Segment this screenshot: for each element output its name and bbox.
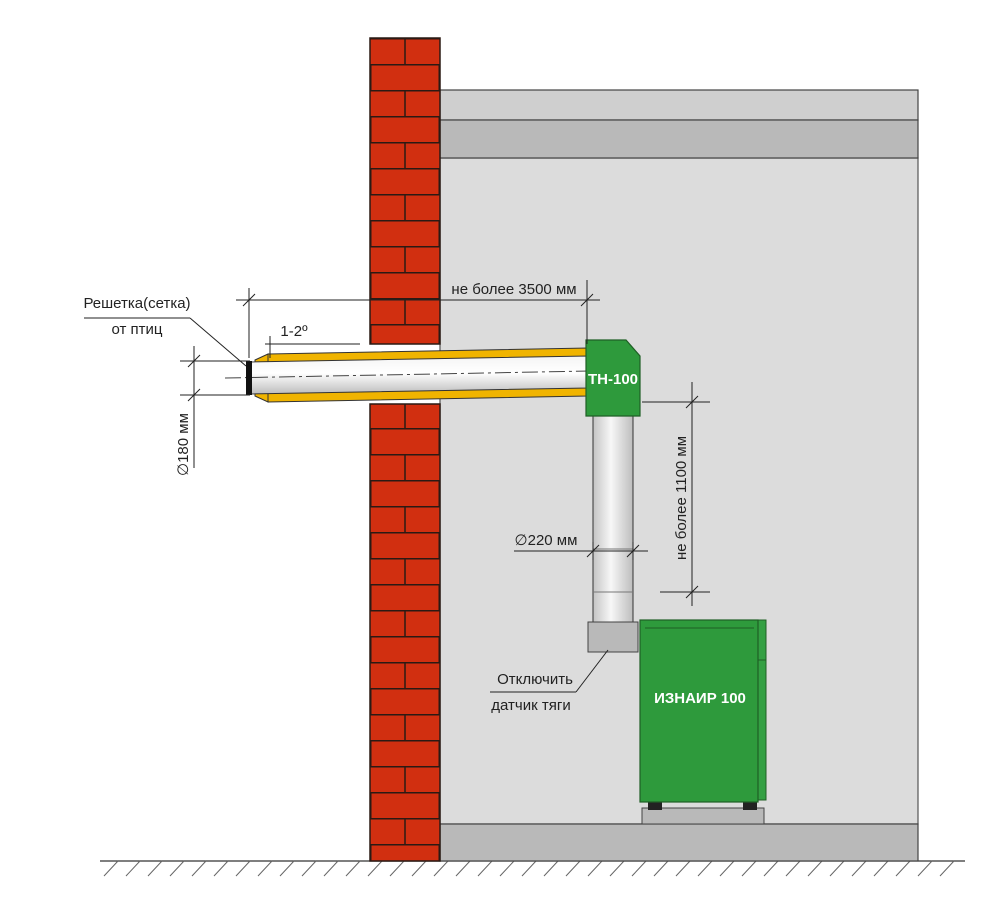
hatch-mark	[433, 860, 449, 877]
floor-slab	[439, 823, 919, 862]
hatch-mark	[719, 860, 735, 877]
hatch-mark	[829, 860, 845, 877]
hatch-mark	[785, 860, 801, 877]
grid-callout: Решетка(сетка) от птиц	[83, 295, 247, 367]
hatch-mark	[807, 860, 823, 877]
hatch-mark	[609, 860, 625, 877]
outlet-diameter-label: ∅180 мм	[175, 413, 192, 476]
hatch-mark	[499, 860, 515, 877]
slope-label: 1-2º	[280, 323, 308, 340]
hatch-mark	[279, 860, 295, 877]
hatch-mark	[411, 860, 427, 877]
grid-label-line2: от птиц	[111, 321, 162, 338]
hatch-mark	[631, 860, 647, 877]
hatch-mark	[345, 860, 361, 877]
hatch-mark	[301, 860, 317, 877]
fan-unit: ТН-100	[585, 339, 641, 417]
hatch-mark	[125, 860, 141, 877]
hatch-mark	[939, 860, 955, 877]
draft-sensor-callout: Отключить датчик тяги	[490, 649, 609, 714]
pipe-diameter-label: ∅220 мм	[515, 532, 578, 549]
hatch-mark	[653, 860, 669, 877]
hatch-mark	[103, 860, 119, 877]
hatch-mark	[389, 860, 405, 877]
dimension-pipe-diameter: ∅220 мм	[514, 532, 648, 560]
hatch-mark	[323, 860, 339, 877]
hatch-mark	[895, 860, 911, 877]
bird-guard-grid	[246, 361, 252, 395]
hatch-mark	[169, 860, 185, 877]
hatch-mark	[543, 860, 559, 877]
dimension-horizontal-length: не более 3500 мм	[236, 280, 600, 358]
hatch-mark	[565, 860, 581, 877]
ground-hatching	[100, 860, 965, 877]
boiler-unit: ИЗНАИР 100	[639, 619, 767, 825]
hatch-mark	[917, 860, 933, 877]
hatch-mark	[213, 860, 229, 877]
sensor-label-line2: датчик тяги	[491, 697, 570, 714]
hatch-mark	[873, 860, 889, 877]
hatch-mark	[235, 860, 251, 877]
sensor-label-line1: Отключить	[497, 671, 573, 688]
horizontal-flue-pipe	[224, 347, 591, 403]
hatch-mark	[521, 860, 537, 877]
grid-label-line1: Решетка(сетка)	[83, 295, 190, 312]
max-horizontal-label: не более 3500 мм	[451, 281, 576, 298]
hatch-mark	[587, 860, 603, 877]
hatch-mark	[763, 860, 779, 877]
boiler-label: ИЗНАИР 100	[654, 690, 746, 707]
dimension-outlet-diameter: ∅180 мм	[175, 346, 250, 476]
hatch-mark	[477, 860, 493, 877]
slope-annotation: 1-2º	[265, 323, 360, 358]
max-vertical-label: не более 1100 мм	[673, 436, 690, 560]
vertical-flue-pipe	[587, 413, 639, 653]
hatch-mark	[455, 860, 471, 877]
hatch-mark	[675, 860, 691, 877]
hatch-mark	[741, 860, 757, 877]
dimension-vertical-length: не более 1100 мм	[642, 382, 710, 606]
hatch-mark	[257, 860, 273, 877]
hatch-mark	[851, 860, 867, 877]
hatch-mark	[191, 860, 207, 877]
fan-label: ТН-100	[588, 371, 638, 388]
hatch-mark	[147, 860, 163, 877]
hatch-mark	[367, 860, 383, 877]
ceiling-slab	[439, 89, 919, 159]
hatch-mark	[697, 860, 713, 877]
brick-wall	[369, 37, 441, 862]
